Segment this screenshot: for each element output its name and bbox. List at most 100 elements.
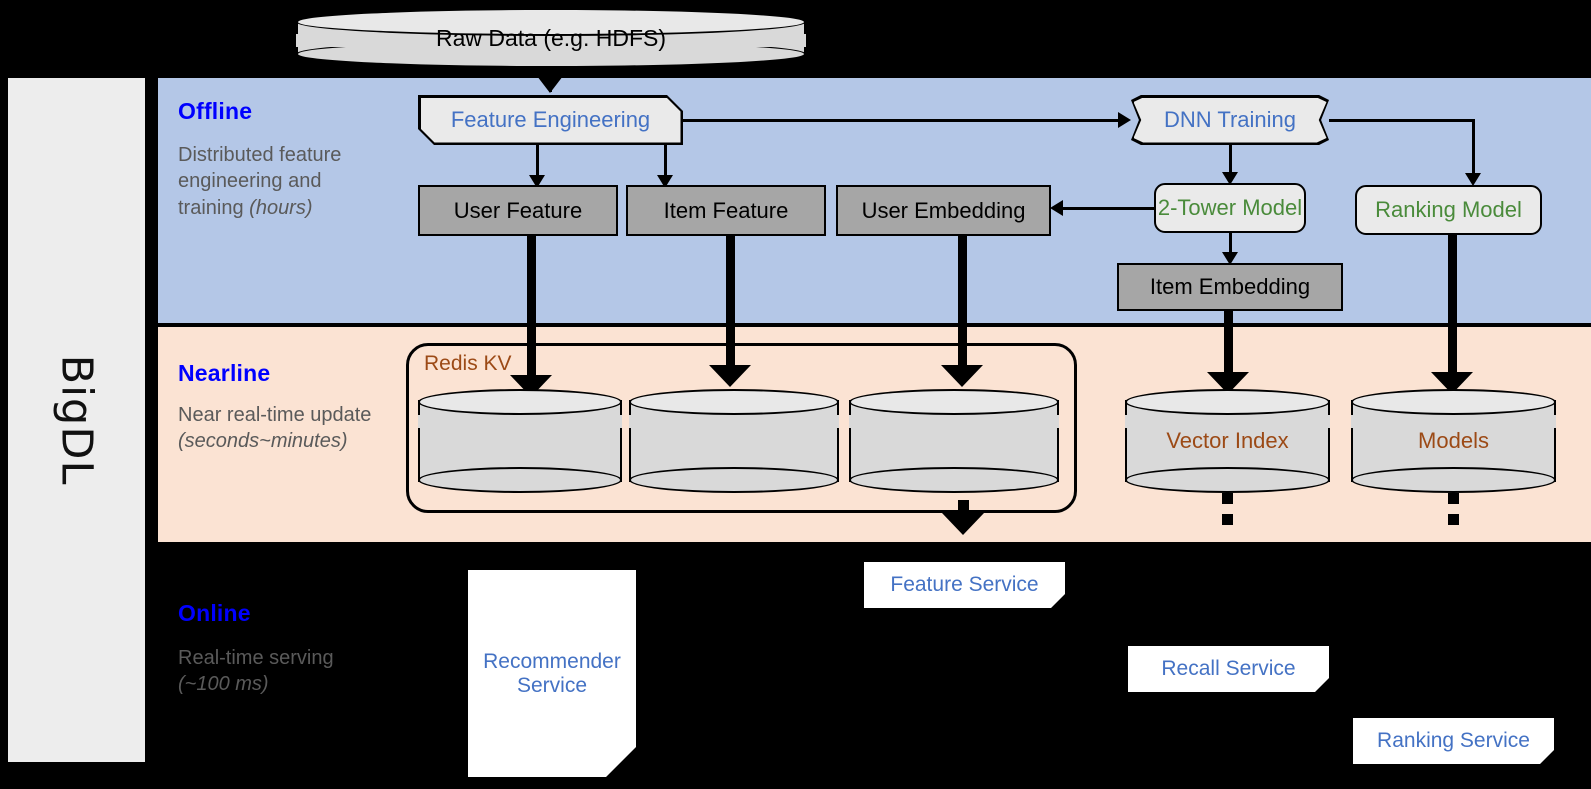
item-embedding-label: Item Embedding [1149, 274, 1311, 299]
bigdl-label: BigDL [8, 78, 145, 762]
recall-service-label: Recall Service [1161, 657, 1296, 680]
arrowhead-itemfeature-kv [709, 365, 751, 387]
item-feature-node[interactable]: Item Feature [626, 185, 826, 236]
stub-vectorindex-1 [1222, 493, 1233, 504]
offline-subtitle-italic: (hours) [249, 196, 313, 219]
cylinder-cap [418, 415, 622, 428]
bigdl-label-text: BigDL [51, 354, 102, 486]
cylinder-bottom [629, 467, 839, 493]
cylinder-bottom [849, 467, 1059, 493]
item-embedding-node[interactable]: Item Embedding [1117, 263, 1343, 311]
online-subtitle: Real-time serving (~100 ms) [178, 645, 378, 698]
cylinder-bottom [1351, 467, 1556, 493]
arrowhead-userembedding-kv [941, 365, 983, 387]
arrowhead-fe-dnn [1118, 112, 1131, 128]
cylinder-top [296, 8, 806, 36]
thick-connector-userembedding-kv [958, 236, 967, 378]
offline-title: Offline [178, 98, 253, 124]
nearline-subtitle-plain: Near real-time update [178, 404, 372, 426]
user-embedding-label: User Embedding [861, 197, 1026, 223]
stub-vectorindex-2 [1222, 514, 1233, 525]
user-embedding-node[interactable]: User Embedding [836, 185, 1051, 236]
stub-models-1 [1448, 493, 1459, 504]
online-subtitle-italic: (~100 ms) [178, 673, 269, 696]
kv-store-cylinder-3[interactable] [849, 389, 1059, 493]
recommender-service-label: Recommender Service [483, 649, 621, 697]
ranking-service-node[interactable]: Ranking Service [1353, 718, 1554, 764]
ranking-model-label: Ranking Model [1375, 197, 1522, 222]
feature-service-node[interactable]: Feature Service [864, 562, 1065, 608]
redis-kv-label: Redis KV [424, 352, 512, 375]
recommender-service-node[interactable]: Recommender Service [468, 570, 636, 777]
connector-fe-userfeature [536, 145, 539, 183]
cylinder-top [1351, 389, 1556, 415]
connector-dnn-twotower [1229, 145, 1232, 180]
cylinder-top [418, 389, 622, 415]
kv-store-3-label [849, 389, 1059, 493]
two-tower-model-label: 2-Tower Model [1157, 195, 1303, 220]
redis-kv-container [406, 343, 1077, 513]
feature-engineering-inner: Feature Engineering [421, 98, 681, 143]
models-cylinder[interactable]: Models [1351, 389, 1556, 493]
thick-connector-rankingmodel-models [1448, 235, 1457, 383]
cylinder-cap [1351, 415, 1556, 428]
arrowhead-dnn-ranking [1465, 173, 1481, 186]
connector-twotower-itemembedding [1229, 233, 1232, 262]
vector-index-label: Vector Index [1166, 428, 1289, 453]
connector-fe-dnn [683, 119, 1120, 122]
kv-store-1-label [418, 389, 622, 493]
item-feature-label: Item Feature [663, 197, 789, 223]
cylinder-bottom [418, 467, 622, 493]
offline-subtitle-plain: Distributed feature engineering and trai… [178, 144, 342, 219]
arrowhead-redis-featureservice [942, 513, 984, 535]
arrowhead-fe-itemfeature [657, 175, 673, 188]
two-tower-model-node[interactable]: 2-Tower Model [1154, 183, 1306, 233]
user-feature-label: User Feature [453, 197, 583, 223]
kv-store-2-label [629, 389, 839, 493]
recall-service-node[interactable]: Recall Service [1128, 646, 1329, 692]
ranking-model-node[interactable]: Ranking Model [1355, 185, 1542, 235]
cylinder-cap [849, 415, 1059, 428]
stub-models-2 [1448, 514, 1459, 525]
models-label: Models [1418, 428, 1489, 453]
feature-engineering-node[interactable]: Feature Engineering [418, 95, 683, 145]
feature-engineering-label: Feature Engineering [450, 107, 651, 132]
nearline-subtitle-italic: (seconds~minutes) [178, 430, 348, 453]
cylinder-top [629, 389, 839, 415]
kv-store-cylinder-1[interactable] [418, 389, 622, 493]
cylinder-top [849, 389, 1059, 415]
arrowhead-rawdata-fe [537, 76, 563, 93]
cylinder-bottom [1125, 467, 1330, 493]
online-subtitle-plain: Real-time serving [178, 647, 334, 669]
cylinder-top [1125, 389, 1330, 415]
ranking-service-label: Ranking Service [1377, 729, 1530, 752]
raw-data-cylinder: Raw Data (e.g. HDFS) [296, 8, 806, 68]
stub-redis-featureservice [958, 500, 969, 511]
dnn-training-node[interactable]: DNN Training [1131, 95, 1329, 145]
arrowhead-twotower-userembedding [1050, 200, 1063, 216]
thick-connector-itemembedding-vector [1224, 311, 1233, 383]
arrowhead-fe-userfeature [529, 175, 545, 188]
feature-service-label: Feature Service [890, 573, 1039, 596]
arrowhead-twotower-itemembedding [1222, 252, 1238, 265]
bigdl-sidebar-panel: BigDL [8, 78, 145, 762]
thick-connector-userfeature-kv [527, 236, 536, 388]
nearline-subtitle: Near real-time update (seconds~minutes) [178, 402, 403, 455]
user-feature-node[interactable]: User Feature [418, 185, 618, 236]
dnn-training-inner: DNN Training [1133, 97, 1327, 143]
connector-fe-itemfeature [664, 145, 667, 183]
vector-index-cylinder[interactable]: Vector Index [1125, 389, 1330, 493]
nearline-title: Nearline [178, 360, 271, 386]
cylinder-cap [629, 415, 839, 428]
connector-twotower-userembedding [1063, 207, 1155, 210]
thick-connector-itemfeature-kv [726, 236, 735, 378]
cylinder-cap [1125, 415, 1330, 428]
connector-dnn-ranking-h [1329, 119, 1474, 122]
kv-store-cylinder-2[interactable] [629, 389, 839, 493]
dnn-training-label: DNN Training [1163, 107, 1297, 132]
online-title: Online [178, 600, 251, 626]
arrowhead-dnn-twotower [1222, 172, 1238, 185]
offline-subtitle: Distributed feature engineering and trai… [178, 142, 378, 221]
cylinder-cap [296, 34, 806, 47]
